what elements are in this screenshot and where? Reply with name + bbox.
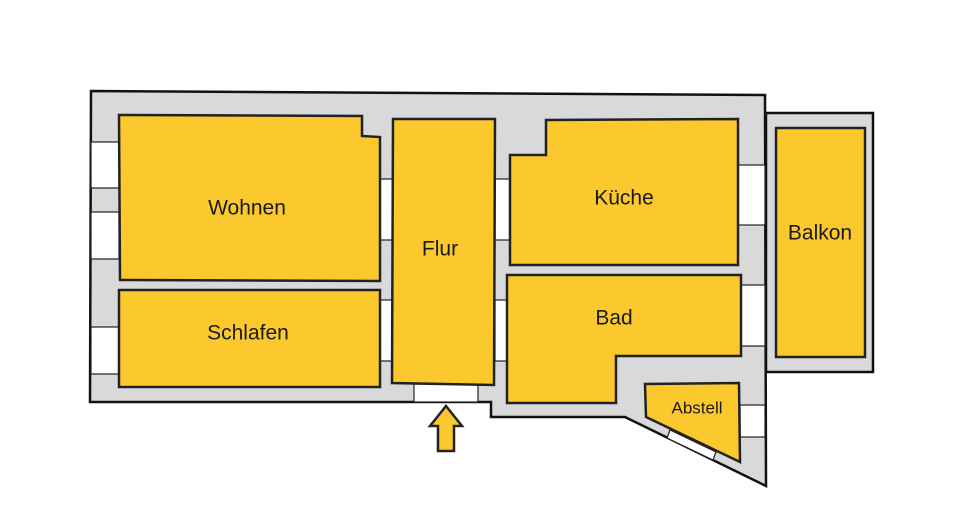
label-kueche: Küche (594, 187, 654, 210)
window (737, 164, 766, 226)
entrance-door (413, 383, 479, 403)
room-schlafen (117, 288, 382, 389)
window (740, 284, 766, 347)
label-abstell: Abstell (671, 398, 722, 417)
room-kueche (508, 117, 740, 267)
label-wohnen: Wohnen (208, 197, 286, 220)
label-flur: Flur (422, 238, 458, 261)
label-balkon: Balkon (788, 222, 852, 245)
label-schlafen: Schlafen (207, 322, 289, 345)
label-bad: Bad (595, 307, 632, 330)
window (666, 429, 717, 461)
room-abstell (643, 381, 742, 464)
window (739, 404, 766, 438)
door-opening (494, 178, 511, 241)
room-bad (505, 273, 743, 405)
door-opening (494, 299, 508, 362)
windows (90, 141, 766, 461)
room-balkon (774, 126, 867, 359)
entrance-arrow-icon (427, 403, 465, 453)
window (90, 326, 120, 375)
room-flur (390, 117, 497, 387)
window (90, 141, 120, 189)
door-opening (379, 178, 394, 241)
window (90, 211, 120, 260)
room-wohnen (117, 113, 382, 283)
